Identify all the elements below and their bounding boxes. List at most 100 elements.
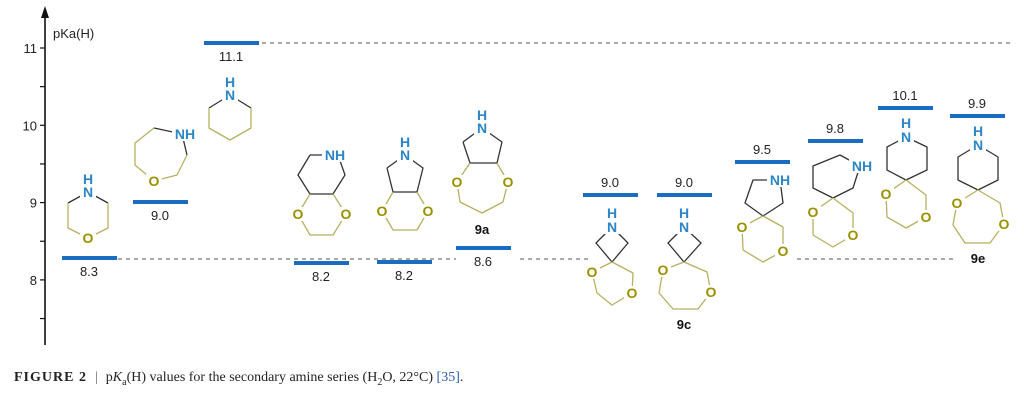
oxygen-atom: O xyxy=(737,219,748,235)
y-tick-label: 11 xyxy=(24,41,38,56)
atom-mask xyxy=(703,285,719,299)
atom-mask xyxy=(604,220,620,234)
oxygen-atom: O xyxy=(952,195,963,211)
reference-lines xyxy=(118,42,1010,260)
oxygen-atom: O xyxy=(423,203,434,219)
atom-mask xyxy=(676,206,692,220)
bond xyxy=(134,127,188,182)
atom-mask xyxy=(222,88,238,102)
y-tick-label: 8 xyxy=(30,273,37,288)
level-bar xyxy=(294,261,349,265)
atom-mask xyxy=(397,135,413,149)
y-axis-label: pKa(H) xyxy=(53,26,94,41)
nitrogen-atom: N xyxy=(83,184,93,200)
oxygen-atom: O xyxy=(778,243,789,259)
caption-separator: | xyxy=(94,370,98,385)
oxygen-atom: O xyxy=(83,230,94,246)
value-label: 9.9 xyxy=(968,96,986,111)
atom-mask xyxy=(290,207,306,221)
figure-caption: FIGURE 2|pKa(H) values for the secondary… xyxy=(14,370,463,388)
amine-structure: NHO xyxy=(67,171,109,246)
oxygen-atom: O xyxy=(587,264,598,280)
value-label: 8.6 xyxy=(474,254,492,269)
atom-mask xyxy=(970,138,986,152)
nitrogen-atom: H xyxy=(607,205,617,221)
level-bar xyxy=(808,139,863,143)
atom-mask xyxy=(604,206,620,220)
atom-mask xyxy=(146,174,162,188)
nitrogen-atom: H xyxy=(225,74,235,90)
value-label: 10.1 xyxy=(892,88,917,103)
atom-mask xyxy=(970,124,986,138)
compound-label: 9c xyxy=(677,317,691,332)
nitrogen-atom: N xyxy=(225,87,235,103)
atom-mask xyxy=(767,173,793,187)
amine-structure: NHO xyxy=(134,126,198,189)
figure-number: FIGURE 2 xyxy=(14,370,87,385)
caption-end: . xyxy=(459,370,464,385)
nitrogen-atom: N xyxy=(400,147,410,163)
atom-mask xyxy=(949,196,965,210)
value-label: 8.2 xyxy=(312,269,330,284)
amine-structure: NH xyxy=(208,74,252,141)
bond xyxy=(744,179,784,217)
atom-mask xyxy=(845,228,861,242)
oxygen-atom: O xyxy=(293,206,304,222)
value-label: 9.5 xyxy=(753,142,771,157)
oxygen-atom: O xyxy=(341,206,352,222)
caption-text: (H) values for the secondary amine serie… xyxy=(126,370,378,385)
nitrogen-atom: NH xyxy=(852,158,872,174)
oxygen-atom: O xyxy=(808,204,819,220)
level-bar xyxy=(62,256,117,260)
value-label: 8.2 xyxy=(395,268,413,283)
level-bar xyxy=(583,193,638,197)
nitrogen-atom: H xyxy=(400,134,410,150)
atom-mask xyxy=(996,217,1012,231)
oxygen-atom: O xyxy=(149,173,160,189)
atom-mask xyxy=(222,75,238,89)
nitrogen-atom: N xyxy=(607,219,617,235)
atom-mask xyxy=(80,172,96,186)
nitrogen-atom: NH xyxy=(770,172,790,188)
value-label: 8.3 xyxy=(80,264,98,279)
reference-link[interactable]: [35] xyxy=(436,370,460,385)
nitrogen-atom: H xyxy=(901,115,911,131)
level-bar xyxy=(377,260,432,264)
nitrogen-atom: H xyxy=(679,205,689,221)
caption-p: p xyxy=(105,370,113,385)
value-label: 9.0 xyxy=(151,208,169,223)
nitrogen-atom: N xyxy=(973,137,983,153)
level-bar xyxy=(735,160,790,164)
atom-mask xyxy=(474,121,490,135)
atom-mask xyxy=(734,220,750,234)
nitrogen-atom: H xyxy=(973,123,983,139)
oxygen-atom: O xyxy=(627,285,638,301)
atom-mask xyxy=(878,187,894,201)
value-label: 9.0 xyxy=(675,175,693,190)
atom-mask xyxy=(172,127,198,141)
y-tick-label: 9 xyxy=(30,196,37,211)
caption-text-2: O, 22°C) xyxy=(382,370,437,385)
caption-sub: 2 xyxy=(377,376,383,388)
amine-structure: NH O O xyxy=(584,205,640,306)
nitrogen-atom: H xyxy=(477,107,487,123)
atom-mask xyxy=(584,265,600,279)
atom-mask xyxy=(655,263,671,277)
amine-structure: NH O O xyxy=(734,172,793,263)
atom-mask xyxy=(80,231,96,245)
atom-mask xyxy=(338,207,354,221)
atom-mask xyxy=(449,175,465,189)
atom-mask xyxy=(322,148,348,162)
level-bar xyxy=(878,106,933,110)
atom-mask xyxy=(420,204,436,218)
y-tick-label: 10 xyxy=(23,118,37,133)
atom-mask xyxy=(918,210,934,224)
atom-mask xyxy=(397,148,413,162)
oxygen-atom: O xyxy=(658,262,669,278)
